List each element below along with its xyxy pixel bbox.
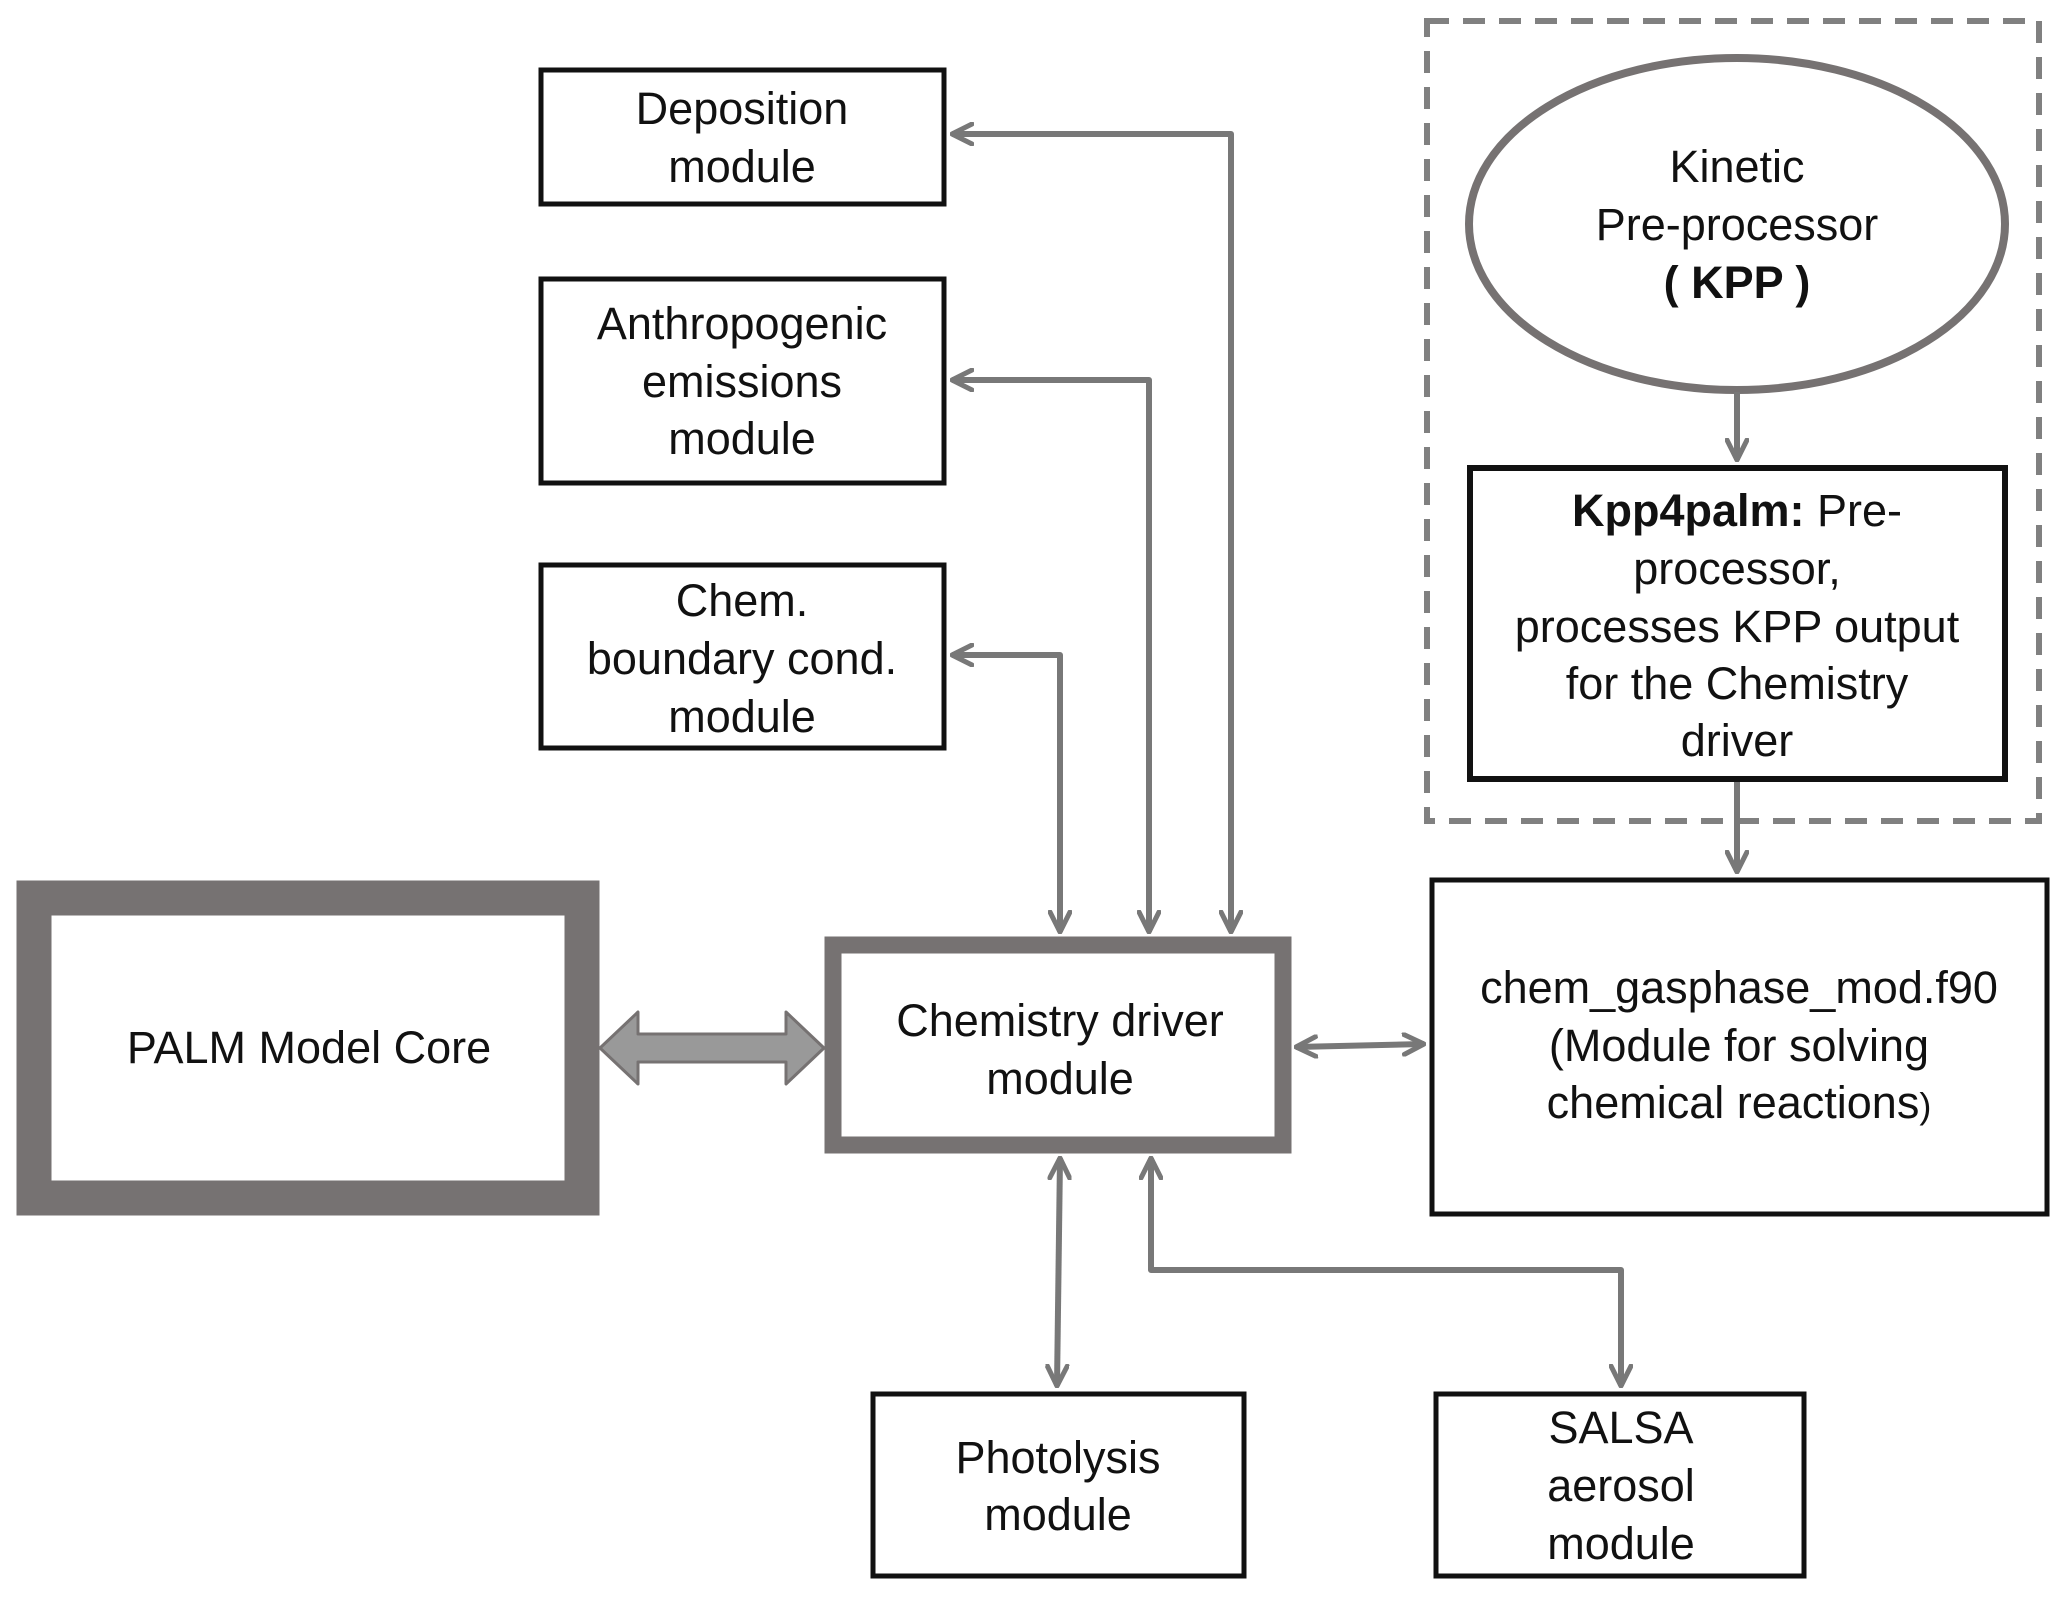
chem-driver-label-line1: Chemistry driver bbox=[896, 995, 1224, 1046]
chemistry-driver-module: Chemistry driver module bbox=[824, 936, 1292, 1154]
boundary-label-line2: boundary cond. bbox=[587, 633, 897, 684]
anthropogenic-label-line2: emissions bbox=[642, 356, 842, 407]
kpp4palm-label-line4: for the Chemistry bbox=[1566, 658, 1909, 709]
anthropogenic-label-line3: module bbox=[668, 413, 816, 464]
palm-driver-double-arrow bbox=[598, 1010, 826, 1086]
deposition-module: Deposition module bbox=[538, 67, 947, 207]
kpp4palm-label-line2: processor, bbox=[1633, 543, 1841, 594]
gasphase-label-line3: chemical reactions) bbox=[1547, 1077, 1932, 1128]
salsa-aerosol-module: SALSA aerosol module bbox=[1433, 1391, 1807, 1579]
deposition-label-line1: Deposition bbox=[636, 83, 849, 134]
photolysis-module: Photolysis module bbox=[870, 1391, 1247, 1579]
boundary-label-line3: module bbox=[668, 691, 816, 742]
kpp-label-line2: Pre-processor bbox=[1596, 199, 1879, 250]
anthropogenic-emissions-module: Anthropogenic emissions module bbox=[538, 276, 947, 486]
kpp4palm-label-line1-rest: Pre- bbox=[1805, 485, 1903, 536]
arrow-driver-anthropogenic bbox=[952, 380, 1149, 932]
kpp4palm-bold-label: Kpp4palm: bbox=[1572, 485, 1805, 536]
kpp-group-border bbox=[1424, 18, 2042, 824]
kpp4palm-label-line1: Kpp4palm: Pre- bbox=[1572, 485, 1902, 536]
kpp4palm-label-line5: driver bbox=[1681, 715, 1794, 766]
boundary-conditions-module: Chem. boundary cond. module bbox=[538, 562, 947, 751]
gasphase-label-line1: chem_gasphase_mod.f90 bbox=[1480, 962, 1998, 1013]
gasphase-label-line2: (Module for solving bbox=[1549, 1020, 1929, 1071]
palm-model-core: PALM Model Core bbox=[16, 880, 600, 1216]
kpp-label-line3: ( KPP ) bbox=[1664, 257, 1811, 308]
gasphase-label-line3-main: chemical reactions bbox=[1547, 1077, 1920, 1128]
kpp-label-line1: Kinetic bbox=[1669, 141, 1804, 192]
arrow-driver-salsa bbox=[1151, 1158, 1621, 1386]
boundary-label-line1: Chem. bbox=[676, 575, 809, 626]
arrow-driver-boundary bbox=[952, 655, 1060, 932]
arrow-driver-gasphase bbox=[1296, 1044, 1424, 1047]
kpp4palm-module: Kpp4palm: Pre- processor, processes KPP … bbox=[1467, 465, 2008, 782]
chem-driver-label-line2: module bbox=[986, 1053, 1134, 1104]
deposition-label-line2: module bbox=[668, 141, 816, 192]
photolysis-label-line2: module bbox=[984, 1489, 1132, 1540]
arrow-driver-photolysis bbox=[1057, 1158, 1060, 1386]
palm-core-label: PALM Model Core bbox=[127, 1022, 491, 1073]
salsa-label-line1: SALSA bbox=[1548, 1402, 1693, 1453]
arrow-driver-deposition bbox=[952, 134, 1231, 932]
gasphase-label-line3-paren: ) bbox=[1919, 1085, 1931, 1126]
kpp-ellipse: Kinetic Pre-processor ( KPP ) bbox=[1465, 54, 2009, 394]
salsa-label-line3: module bbox=[1547, 1518, 1695, 1569]
gasphase-module: chem_gasphase_mod.f90 (Module for solvin… bbox=[1429, 877, 2050, 1217]
anthropogenic-label-line1: Anthropogenic bbox=[597, 298, 887, 349]
salsa-label-line2: aerosol bbox=[1547, 1460, 1695, 1511]
kpp4palm-label-line3: processes KPP output bbox=[1515, 601, 1960, 652]
photolysis-label-line1: Photolysis bbox=[955, 1432, 1160, 1483]
